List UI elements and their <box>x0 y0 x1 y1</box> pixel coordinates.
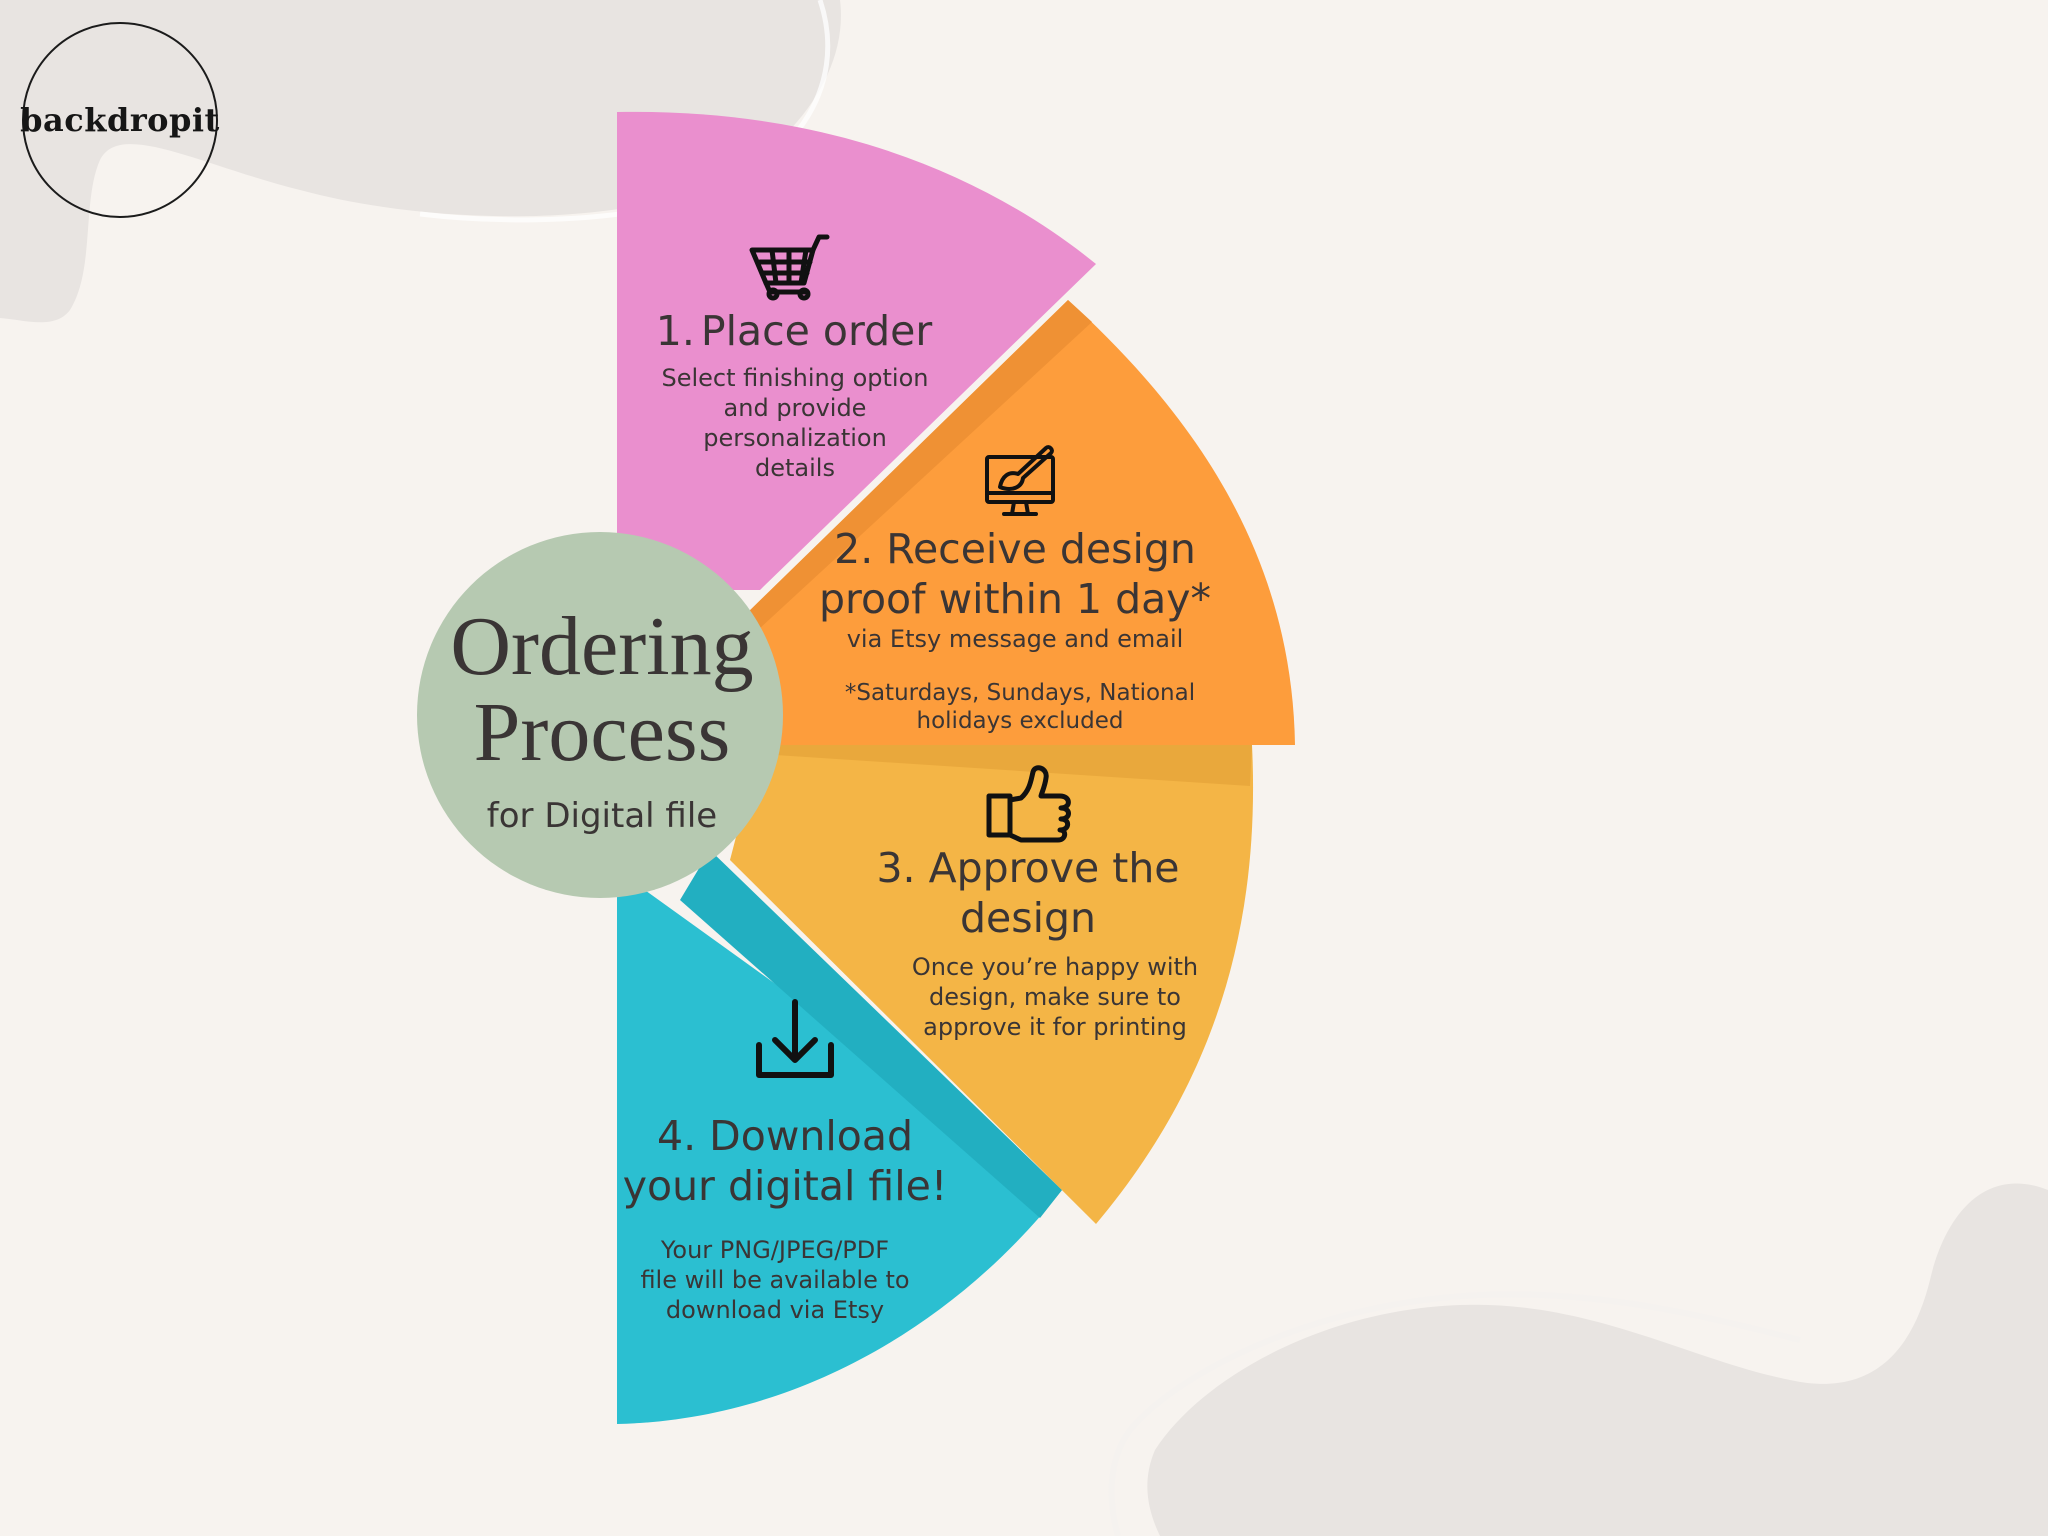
step-1-wedge <box>617 111 1096 590</box>
step-2-title-line-2: proof within 1 day* <box>818 575 1212 623</box>
step-4-title-line-1: 4. Download <box>657 1112 913 1160</box>
step-4-title-line-2: your digital file! <box>622 1162 948 1210</box>
step-1-title: 1.Place order <box>634 306 954 356</box>
step-2-note-line-2: holidays excluded <box>916 708 1124 734</box>
background-blob-top-left <box>0 0 841 323</box>
step-4-description: Your PNG/JPEG/PDF file will be available… <box>620 1235 930 1325</box>
step-2-note: *Saturdays, Sundays, National holidays e… <box>830 679 1210 735</box>
step-1-desc-line-3: personalization <box>703 424 887 452</box>
step-3-desc-line-1: Once you’re happy with <box>911 953 1199 981</box>
diagram-title-line-1: Ordering <box>450 600 754 693</box>
step-1-desc-line-1: Select finishing option <box>661 364 929 392</box>
step-3-title-line-2: design <box>959 894 1096 942</box>
step-1-number: 1. <box>655 307 695 355</box>
background-blob-bottom-right <box>1147 1183 2048 1536</box>
step-2-title-line-1: 2. Receive design <box>834 525 1196 573</box>
step-2-description: via Etsy message and email <box>846 625 1184 653</box>
step-4-title: 4. Download your digital file! <box>620 1111 950 1211</box>
step-2-title: 2. Receive design proof within 1 day* <box>800 524 1230 624</box>
monitor-brush-icon <box>985 445 1055 516</box>
thumbs-up-icon <box>986 765 1071 843</box>
download-icon <box>756 999 834 1078</box>
step-3-wedge <box>730 745 1254 1224</box>
step-4-edge-shade <box>680 850 1062 1218</box>
step-2-edge-shade <box>740 300 1092 630</box>
step-1-title-text: Place order <box>700 307 933 355</box>
step-3-title: 3. Approve the design <box>848 843 1208 943</box>
step-4-desc-line-1: Your PNG/JPEG/PDF <box>660 1236 890 1264</box>
step-1-desc-line-2: and provide <box>723 394 867 422</box>
step-3-desc-line-3: approve it for printing <box>923 1013 1187 1041</box>
step-3-desc-line-2: design, make sure to <box>929 983 1181 1011</box>
shopping-cart-icon <box>749 234 830 301</box>
step-3-description: Once you’re happy with design, make sure… <box>890 952 1220 1042</box>
diagram-subtitle: for Digital file <box>486 796 718 836</box>
step-3-edge-shade <box>760 745 1252 786</box>
center-circle <box>417 532 783 898</box>
diagram-title: Ordering Process <box>418 604 786 776</box>
step-3-title-line-1: 3. Approve the <box>876 844 1180 892</box>
background-line-bottom-right <box>1108 1291 1801 1536</box>
diagram-title-line-2: Process <box>473 686 731 779</box>
step-1-description: Select finishing option and provide pers… <box>640 363 950 483</box>
brand-logo: backdropit <box>20 22 219 218</box>
step-1-desc-line-4: details <box>755 454 835 482</box>
step-4-desc-line-2: file will be available to <box>640 1266 910 1294</box>
step-2-wedge <box>740 300 1295 745</box>
step-2-note-line-1: *Saturdays, Sundays, National <box>844 680 1196 706</box>
step-4-desc-line-3: download via Etsy <box>665 1296 885 1324</box>
step-4-wedge <box>617 870 1062 1424</box>
